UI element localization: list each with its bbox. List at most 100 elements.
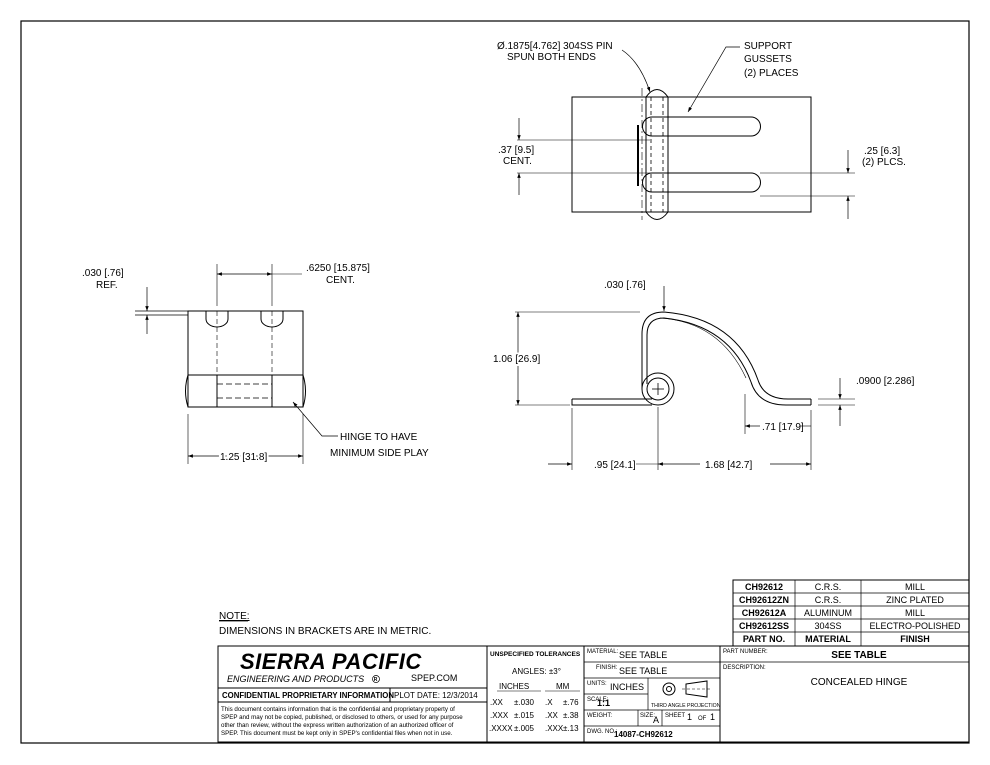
of-label: OF	[698, 716, 707, 722]
top-view-pin-barrel	[645, 89, 669, 220]
confidential-text-1: This document contains information that …	[221, 706, 455, 713]
company-website: SPEP.COM	[411, 673, 457, 683]
front-view-labels: .030 [.76] REF. .6250 [15.875] CENT. 1.2…	[82, 263, 429, 465]
tol-inch-1-val: ±.030	[514, 698, 535, 707]
parts-header-finish: FINISH	[900, 634, 930, 644]
registered-icon: R	[372, 675, 380, 683]
front-view-slot-right	[260, 311, 284, 328]
top-view-outline	[571, 96, 812, 213]
pin-callout-line2: SPUN BOTH ENDS	[507, 52, 596, 63]
side-view	[515, 286, 855, 470]
front-ref-dim-note: REF.	[96, 280, 118, 291]
parts-row-2-material: C.R.S.	[815, 595, 842, 605]
notes: NOTE: DIMENSIONS IN BRACKETS ARE IN METR…	[219, 611, 431, 637]
side-view-gusset-inner	[646, 317, 811, 406]
dwg-number: 14087-CH92612	[614, 730, 673, 739]
front-view-knuckle	[187, 374, 306, 408]
tol-mm-1-key: .X	[545, 698, 553, 707]
parts-row-4-part: CH92612SS	[739, 621, 789, 631]
material-value: SEE TABLE	[619, 650, 667, 660]
part-number-label: PART NUMBER:	[723, 649, 768, 655]
parts-table-text: CH92612 C.R.S. MILL CH92612ZN C.R.S. ZIN…	[739, 582, 961, 644]
part-number-value: SEE TABLE	[831, 650, 887, 661]
top-cent-dim-note: CENT.	[503, 156, 532, 167]
units-value: INCHES	[610, 682, 644, 692]
confidential-text-4: SPEP. This document must be kept only in…	[221, 730, 453, 737]
tol-mm-2-val: ±.38	[563, 711, 579, 720]
parts-header-material: MATERIAL	[805, 634, 851, 644]
parts-row-2-part: CH92612ZN	[739, 595, 789, 605]
gussets-callout-line3: (2) PLACES	[744, 68, 799, 79]
parts-row-3-material: ALUMINUM	[804, 608, 852, 618]
company-subtitle: ENGINEERING AND PRODUCTS	[227, 674, 364, 684]
side-view-pin	[646, 377, 670, 401]
sheet-border	[20, 20, 970, 744]
pin-callout-line1: Ø.1875[4.762] 304SS PIN	[497, 41, 613, 52]
front-cent-dim-value: .6250 [15.875]	[306, 263, 370, 274]
tol-inch-2-val: ±.015	[514, 711, 535, 720]
parts-row-3-part: CH92612A	[742, 608, 787, 618]
parts-row-4-finish: ELECTRO-POLISHED	[869, 621, 961, 631]
material-label: MATERIAL:	[587, 649, 619, 655]
parts-row-1-material: C.R.S.	[815, 582, 842, 592]
side-pin-dim: .0900 [2.286]	[856, 376, 915, 387]
tol-mm-1-val: ±.76	[563, 698, 579, 707]
tolerances-title: UNSPECIFIED TOLERANCES	[490, 651, 581, 658]
top-view-labels: Ø.1875[4.762] 304SS PIN SPUN BOTH ENDS S…	[497, 41, 906, 168]
tol-inch-3-val: ±.005	[514, 724, 535, 733]
side-view-bottom-leaf	[571, 398, 652, 406]
parts-row-1-finish: MILL	[905, 582, 925, 592]
tolerances-inches-label: INCHES	[499, 682, 529, 691]
dwg-label: DWG. NO.:	[587, 729, 618, 735]
side-view-gusset-outer	[641, 311, 811, 400]
scale-value: 1:1	[597, 698, 610, 708]
size-label: SIZE:	[640, 713, 655, 719]
gussets-callout-line2: GUSSETS	[744, 54, 792, 65]
projection-circle-outer	[662, 682, 676, 696]
company-name: SIERRA PACIFIC	[240, 649, 422, 674]
note-heading: NOTE:	[219, 611, 250, 622]
projection-circle-inner	[666, 686, 672, 692]
confidential-text-3: other than review, without the express w…	[221, 722, 454, 729]
sheet-value: 1	[687, 712, 692, 722]
tolerances-angles: ANGLES: ±3°	[512, 667, 561, 676]
tol-mm-3-val: ±.13	[563, 724, 579, 733]
tol-inch-3-key: .XXXX	[489, 724, 513, 733]
parts-row-2-finish: ZINC PLATED	[886, 595, 944, 605]
side-left-dim: .95 [24.1]	[594, 460, 636, 471]
sheets-value: 1	[710, 712, 715, 722]
top-view-gusset-slot-lower	[642, 172, 761, 193]
title-block	[217, 645, 970, 743]
top-slot-dim-value: .25 [6.3]	[864, 146, 900, 157]
projection-label: THIRD ANGLE PROJECTION	[651, 703, 721, 709]
projection-cone	[685, 680, 708, 698]
title-block-text: SIERRA PACIFIC ENGINEERING AND PRODUCTS …	[221, 649, 908, 739]
description-value: CONCEALED HINGE	[811, 677, 908, 688]
hinge-note-line1: HINGE TO HAVE	[340, 432, 418, 443]
front-view-slot-left	[205, 311, 229, 328]
scale-label: SCALE:	[587, 697, 609, 703]
weight-label: WEIGHT:	[587, 713, 612, 719]
front-cent-dim-note: CENT.	[326, 275, 355, 286]
note-text: DIMENSIONS IN BRACKETS ARE IN METRIC.	[219, 626, 431, 637]
tolerances-mm-label: MM	[556, 682, 570, 691]
top-cent-dim-value: .37 [9.5]	[498, 145, 534, 156]
side-view-labels: .030 [.76] 1.06 [26.9] .0900 [2.286] .71…	[491, 280, 915, 471]
tol-inch-1-key: .XX	[490, 698, 504, 707]
sheet-label: SHEET	[665, 713, 685, 719]
svg-text:R: R	[374, 677, 378, 683]
tol-mm-2-key: .XX	[545, 711, 559, 720]
parts-row-1-part: CH92612	[745, 582, 783, 592]
units-label: UNITS:	[587, 681, 607, 687]
top-slot-dim-note: (2) PLCS.	[862, 157, 906, 168]
confidential-title: CONFIDENTIAL PROPRIETARY INFORMATION	[222, 691, 394, 700]
size-value: A	[653, 715, 659, 725]
side-thickness-dim: .030 [.76]	[604, 280, 646, 291]
front-view-leaf	[187, 310, 304, 376]
front-width-dim: 1.25 [31.8]	[220, 452, 267, 463]
plot-date: PLOT DATE: 12/3/2014	[394, 691, 478, 700]
top-view	[517, 46, 855, 220]
parts-row-4-material: 304SS	[814, 621, 841, 631]
tol-mm-3-key: .XXX	[545, 724, 564, 733]
